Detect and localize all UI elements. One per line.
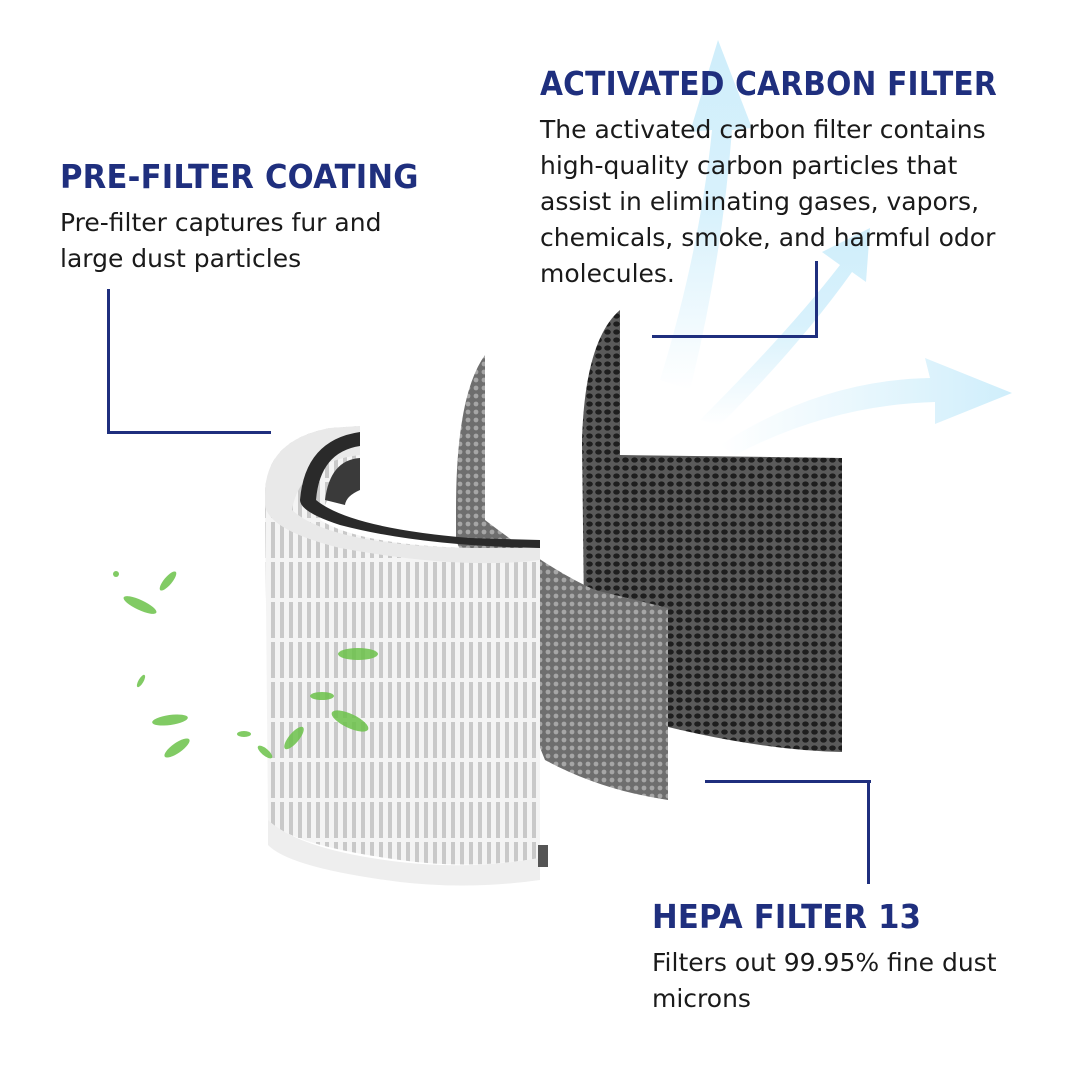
pre-filter-description: Pre-filter captures fur and large dust p… — [60, 205, 381, 277]
leaf — [237, 731, 251, 737]
carbon-filter-line: high-quality carbon particles that — [540, 151, 958, 180]
carbon-filter-line: The activated carbon filter contains — [540, 115, 986, 144]
hepa-filter-description: Filters out 99.95% fine dust microns — [652, 945, 997, 1017]
hepa-filter-title: HEPA FILTER 13 — [652, 897, 922, 936]
hepa-filter-line: Filters out 99.95% fine dust — [652, 948, 997, 977]
leaf — [113, 571, 119, 577]
carbon-leader-vertical — [815, 261, 818, 338]
hepa-leader-vertical — [867, 780, 870, 884]
hepa-leader-horizontal — [705, 780, 871, 783]
airflow-arrows — [660, 40, 1012, 455]
mesh-filter-panel — [456, 355, 668, 800]
airflow-arrow-right — [720, 358, 1012, 455]
hepa-filter-cylinder — [265, 426, 548, 886]
leaf — [164, 738, 190, 758]
leaf — [338, 648, 378, 660]
pre-filter-line: large dust particles — [60, 244, 302, 273]
carbon-filter-line: assist in eliminating gases, vapors, — [540, 187, 980, 216]
pre-filter-leader-vertical — [107, 289, 110, 434]
carbon-leader-horizontal — [652, 335, 818, 338]
leaf — [310, 692, 334, 700]
leaf — [159, 571, 177, 591]
leaf — [123, 596, 157, 614]
airflow-arrow-diagonal — [700, 228, 870, 425]
leaf — [136, 674, 146, 688]
carbon-filter-line: chemicals, smoke, and harmful odor — [540, 223, 996, 252]
leaves — [113, 571, 378, 759]
airflow-arrow-up — [660, 40, 752, 390]
pre-filter-leader-horizontal — [107, 431, 271, 434]
carbon-filter-line: molecules. — [540, 259, 675, 288]
leaf — [152, 714, 188, 726]
leaf — [331, 710, 369, 732]
pre-filter-line: Pre-filter captures fur and — [60, 208, 382, 237]
hepa-filter-line: microns — [652, 984, 751, 1013]
carbon-filter-description: The activated carbon filter contains hig… — [540, 112, 995, 292]
leaf — [257, 745, 273, 759]
carbon-filter-title: ACTIVATED CARBON FILTER — [540, 64, 997, 103]
pre-filter-title: PRE-FILTER COATING — [60, 157, 419, 196]
leaf — [284, 726, 304, 750]
